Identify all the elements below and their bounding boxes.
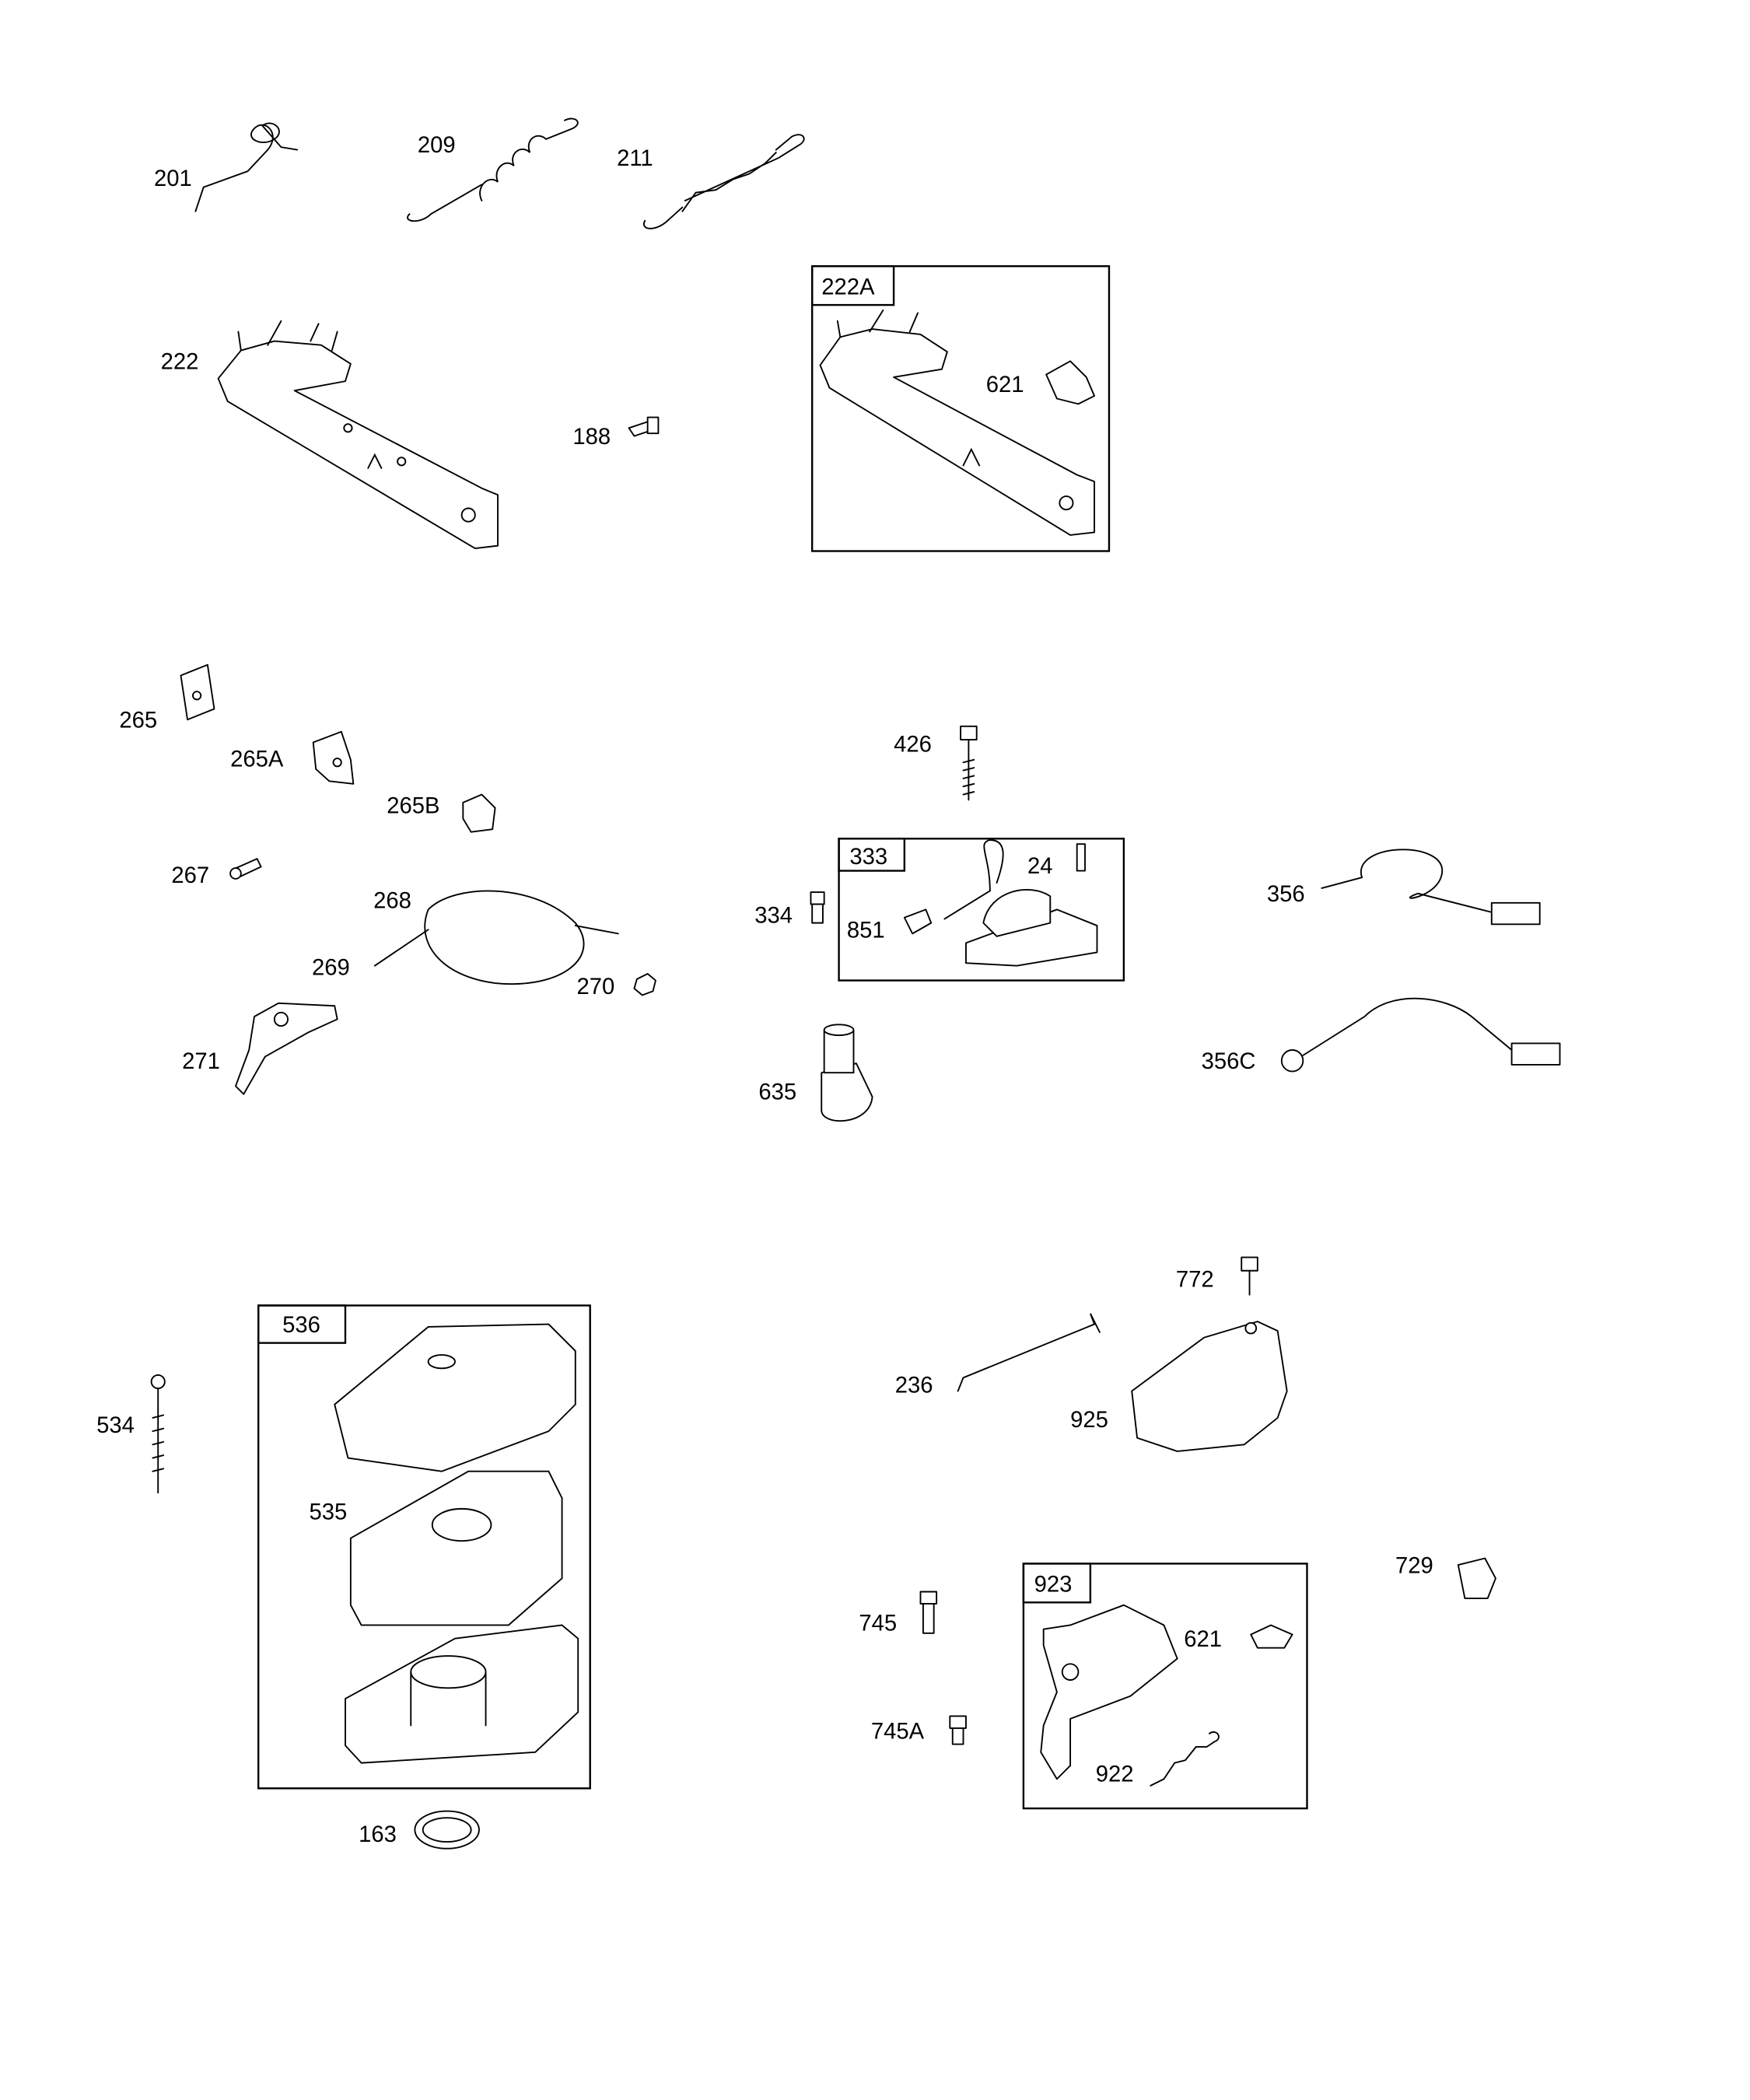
bracket-265A-drawing [312,730,355,785]
kit-box-333: 333 [838,838,1125,982]
link-236-drawing [957,1313,1101,1392]
kit-box-222A: 222A [810,265,1111,552]
cable-268-drawing [373,890,619,985]
part-label-635: 635 [758,1080,796,1105]
part-label-745A: 745A [871,1720,925,1745]
part-label-621: 621 [986,373,1024,397]
screw-334-drawing [810,891,825,924]
air-filter-535-drawing [349,1470,563,1626]
kit-box-923: 923 [1022,1563,1308,1810]
blower-housing-925-drawing [1131,1321,1288,1452]
screw-745-drawing [919,1591,938,1634]
screw-534-drawing [150,1374,166,1494]
part-label-201: 201 [154,166,192,191]
spring-209-drawing [407,117,579,222]
governor-bracket-222-drawing [217,320,499,550]
kit-label-222A: 222A [821,275,875,299]
clip-851-drawing [903,908,933,935]
kit-label-536: 536 [282,1313,320,1338]
part-label-426: 426 [894,732,932,757]
part-label-925: 925 [1070,1408,1108,1433]
part-label-209: 209 [418,133,456,158]
bolt-426-drawing [960,725,978,801]
clip-621-drawing [1045,360,1095,405]
part-label-772: 772 [1176,1267,1214,1292]
part-label-265: 265 [119,709,157,733]
part-label-188: 188 [572,425,611,450]
bracket-265B-drawing [462,793,496,833]
part-label-270: 270 [576,975,614,999]
kit-label-923: 923 [1034,1572,1073,1597]
part-label-24: 24 [1027,854,1053,879]
part-label-356C: 356C [1202,1049,1256,1074]
part-label-269: 269 [312,956,350,981]
part-label-265B: 265B [387,794,439,819]
clip-621-kit-drawing [1250,1624,1293,1649]
air-cleaner-cover-drawing [334,1323,576,1472]
ignition-armature-333-drawing [943,839,1098,967]
governor-lever-271-drawing [235,1002,338,1095]
part-label-267: 267 [171,863,209,888]
kit-box-536: 536 [257,1304,591,1790]
nut-270-drawing [633,973,656,996]
screw-745A-drawing [949,1715,967,1745]
part-label-729: 729 [1395,1553,1433,1578]
wire-356-drawing [1321,849,1541,926]
part-label-535: 535 [310,1500,348,1525]
part-label-265A: 265A [230,747,284,772]
wire-356C-drawing [1280,997,1561,1073]
governor-control-923-drawing [1040,1604,1178,1780]
spring-922-drawing [1150,1731,1220,1787]
part-label-851: 851 [847,919,885,943]
part-label-621-kit: 621 [1184,1627,1222,1652]
bracket-265-drawing [180,663,215,721]
part-label-745: 745 [859,1611,897,1636]
part-label-922: 922 [1096,1762,1134,1787]
clip-729-drawing [1457,1557,1496,1600]
part-label-356: 356 [1267,882,1305,907]
part-label-271: 271 [182,1049,220,1074]
part-label-211: 211 [617,146,653,171]
part-label-268: 268 [373,889,411,914]
part-label-334: 334 [754,904,793,929]
spark-plug-boot-635-drawing [821,1024,873,1122]
spring-201-drawing [194,122,299,212]
governor-bracket-222A-drawing [819,310,1095,536]
part-label-236: 236 [895,1373,933,1398]
air-cleaner-base-drawing [345,1624,579,1764]
part-label-222: 222 [161,350,199,375]
screw-188-drawing [628,416,660,437]
part-label-163: 163 [359,1822,397,1847]
screw-267-drawing [229,858,262,880]
screw-772-drawing [1241,1256,1258,1296]
gasket-163-drawing [414,1810,480,1850]
spring-211-drawing [642,134,805,229]
kit-label-333: 333 [849,845,887,870]
part-label-534: 534 [96,1413,135,1438]
